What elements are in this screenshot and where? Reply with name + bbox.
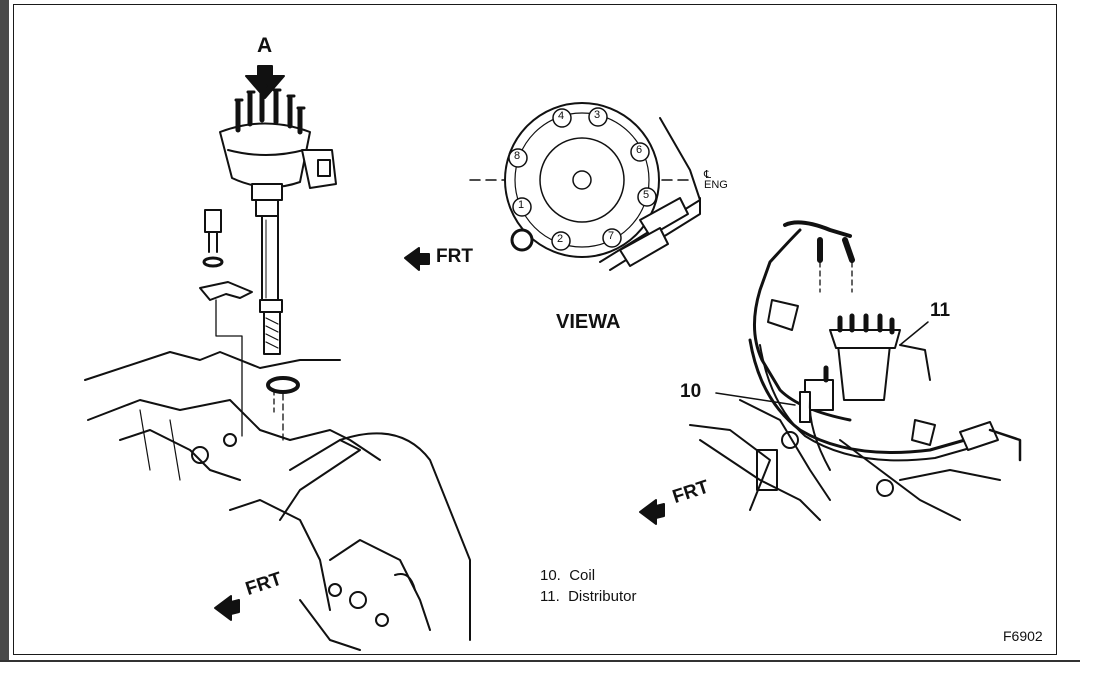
page-edge-bar	[0, 0, 9, 662]
terminal-number: 7	[608, 230, 615, 242]
view-a-cap-diagram	[469, 102, 701, 271]
centerline-label: ℄ ENG	[704, 169, 728, 191]
view-a-label: A	[257, 34, 273, 57]
figure-frame	[13, 4, 1057, 655]
legend-item: 11. Distributor	[540, 586, 636, 607]
distributor-illustration-left	[84, 65, 471, 651]
centerline-symbol: ℄	[704, 169, 712, 181]
front-label-center: FRT	[436, 246, 473, 267]
terminal-number: 5	[643, 189, 650, 201]
legend-text: Distributor	[568, 588, 637, 605]
terminal-circles	[508, 107, 657, 251]
front-arrow-icon	[404, 247, 430, 271]
view-a-arrow-icon	[245, 65, 285, 99]
front-arrow-icon	[214, 595, 240, 621]
callout-11: 11	[930, 300, 951, 321]
legend-text: Coil	[569, 567, 596, 584]
legend: 10. Coil 11. Distributor	[540, 565, 636, 607]
terminal-number: 8	[514, 150, 521, 162]
terminal-number: 2	[557, 233, 564, 245]
figure-id: F6902	[1003, 628, 1043, 644]
legend-number: 10.	[540, 567, 561, 584]
view-a-title: VIEWA	[556, 311, 621, 333]
callout-10: 10	[680, 381, 702, 402]
installed-view-right	[639, 220, 1022, 525]
front-arrow-icon	[639, 499, 665, 525]
bottom-rule	[0, 660, 1080, 662]
legend-item: 10. Coil	[540, 565, 636, 586]
terminal-number: 3	[594, 109, 601, 121]
terminal-number: 6	[636, 144, 643, 156]
terminal-number: 1	[518, 199, 525, 211]
centerline-text: ENG	[704, 179, 728, 191]
legend-number: 11.	[540, 588, 560, 605]
terminal-number: 4	[558, 110, 565, 122]
